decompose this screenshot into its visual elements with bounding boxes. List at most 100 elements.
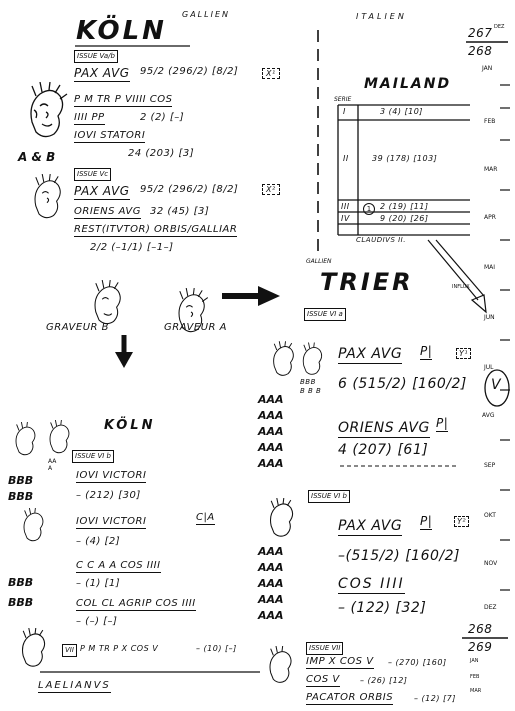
mint-mark: C|A	[196, 512, 215, 525]
issue-label: ISSUE Vc	[74, 168, 111, 181]
count-values: 24 (203) [3]	[128, 148, 194, 159]
trier-gallien-header: GALLIEN	[306, 258, 332, 265]
month-label: AVG	[482, 412, 494, 419]
graveur-code: AAA	[258, 576, 294, 592]
legend-text: ORIENS AVG	[338, 420, 430, 438]
month-label: DEZ	[484, 604, 497, 611]
legend-text: P M TR P X COS V	[80, 644, 158, 653]
legend-text: COS IIII	[338, 576, 405, 594]
count-values: –(515/2) [160/2]	[338, 548, 460, 564]
graveur-code: AAA	[258, 592, 294, 608]
count-values: – (270) [160]	[388, 658, 447, 667]
year-top: 267	[468, 26, 492, 40]
legend-text: IOVI VICTORI	[76, 516, 146, 529]
serie-label: SERIE	[334, 96, 351, 103]
issue-label: VII	[62, 644, 77, 657]
count-values: 95/2 (296/2) [8/2]	[140, 66, 238, 77]
graveur-code: BBB	[8, 576, 33, 589]
italien-header: ITALIEN	[356, 12, 407, 21]
mint-mark: P|	[420, 514, 432, 530]
legend-text: IIII PP	[74, 112, 105, 125]
month-label: MAR	[470, 688, 481, 694]
graveur-code: BBB	[8, 490, 33, 503]
graveur-b-label: GRAVEUR B	[46, 322, 109, 333]
month-label: FEB	[470, 674, 479, 680]
claudius-label: CLAUDIVS II.	[356, 236, 406, 244]
count-values: – (12) [7]	[414, 694, 456, 703]
graveur-code: AAA	[258, 408, 294, 424]
portrait-icon	[264, 646, 296, 686]
mark-label: Y²	[454, 516, 469, 527]
serie-values: 9 (20) [26]	[380, 214, 429, 223]
graveur-code: AAA	[258, 392, 294, 408]
mint-mark: P|	[420, 344, 432, 360]
issue-label: ISSUE VII	[306, 642, 343, 655]
graveur-code-column: AAA AAA AAA AAA AAA	[258, 392, 294, 472]
gallien-header: GALLIEN	[182, 10, 230, 19]
count-values: – (4) [2]	[76, 536, 120, 547]
month-label: JAN	[482, 66, 492, 72]
mark-label: X¹	[262, 68, 280, 79]
laelianus-label: LAELIANVS	[38, 680, 111, 693]
portrait-icon	[26, 174, 68, 222]
trier-title: TRIER	[320, 268, 414, 296]
month-label: MAI	[484, 264, 495, 271]
legend-text: ORIENS AVG	[74, 206, 141, 219]
month-label: NOV	[484, 560, 497, 567]
graveur-code: BBB B B B	[300, 378, 322, 396]
circle-mark: 1	[363, 203, 375, 215]
legend-text: IMP X COS V	[306, 656, 374, 669]
graveur-code: AA A	[48, 458, 62, 472]
count-values: – (10) [–]	[196, 644, 237, 653]
count-values: – (26) [12]	[360, 676, 407, 685]
koln2-title: KÖLN	[104, 418, 155, 433]
graveur-code: AAA	[258, 424, 294, 440]
graveur-code: AAA	[258, 456, 294, 472]
count-values: 4 (207) [61]	[338, 442, 428, 458]
graveur-code-column: AAA AAA AAA AAA AAA	[258, 544, 294, 624]
portrait-icon	[298, 342, 326, 378]
graveur-a-label: GRAVEUR A	[164, 322, 227, 333]
count-values: 95/2 (296/2) [8/2]	[140, 184, 238, 195]
graveur-code: AAA	[258, 440, 294, 456]
year-bottom: 269	[468, 640, 492, 654]
month-label: JAN	[470, 658, 479, 664]
month-label: MAR	[484, 166, 497, 173]
count-values: 6 (515/2) [160/2]	[338, 376, 467, 392]
mint-mark: P|	[436, 416, 448, 432]
portrait-icon	[86, 280, 128, 328]
serie-roman: IV	[341, 214, 350, 223]
legend-text: COL CL AGRIP COS IIII	[76, 598, 196, 611]
graveur-code: BBB	[8, 474, 33, 487]
graveur-ab-label: A & B	[18, 150, 55, 164]
legend-text: PAX AVG	[338, 518, 402, 536]
count-values: – (–) [–]	[76, 616, 117, 627]
influx-label: INFLUX	[452, 284, 470, 290]
count-values: – (212) [30]	[76, 490, 141, 501]
circle-v-label: V	[491, 377, 501, 393]
count-values: 2/2 (–1/1) [–1–]	[90, 242, 174, 253]
serie-roman: II	[343, 154, 349, 163]
legend-text: IOVI VICTORI	[76, 470, 146, 483]
graveur-code: AAA	[258, 608, 294, 624]
mark-label: Y¹	[456, 348, 471, 359]
legend-text: C C A A COS IIII	[76, 560, 161, 573]
year-bottom: 268	[468, 44, 492, 58]
graveur-code: AAA	[258, 544, 294, 560]
portrait-icon	[268, 340, 298, 380]
month-label: JUN	[484, 314, 495, 321]
legend-text: P M TR P VIIII COS	[74, 94, 172, 107]
portrait-icon	[10, 422, 40, 458]
graveur-code: AAA	[258, 560, 294, 576]
serie-roman: III	[341, 202, 350, 211]
koln-title: KÖLN	[76, 16, 167, 46]
month-label: APR	[484, 214, 496, 221]
year-top: 268	[468, 622, 492, 636]
serie-values: 3 (4) [10]	[380, 107, 423, 116]
count-values: – (122) [32]	[338, 600, 426, 616]
serie-roman: I	[343, 107, 346, 116]
issue-label: ISSUE VI b	[308, 490, 350, 503]
issue-label: ISSUE Va/b	[74, 50, 118, 63]
legend-text: PAX AVG	[338, 346, 402, 364]
issue-label: ISSUE VI a	[304, 308, 346, 321]
